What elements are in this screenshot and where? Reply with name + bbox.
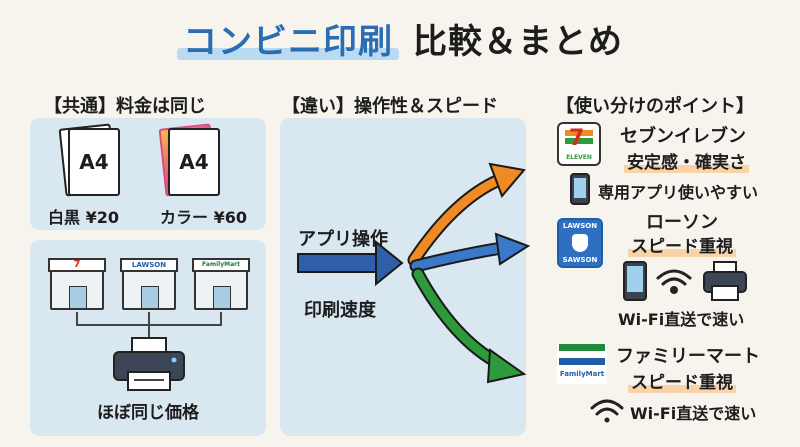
lawson-name: ローソン: [646, 212, 718, 233]
lawson-note: Wi-Fi直送で速い: [618, 310, 745, 329]
seven-note: 専用アプリ使いやすい: [598, 183, 759, 202]
familymart-store-icon: FamilyMart: [192, 258, 250, 310]
wifi-icon: [590, 399, 624, 423]
document-bw-icon: [68, 128, 120, 196]
difference-panel: [280, 118, 526, 436]
price-bw: 白黒 ¥20: [48, 208, 119, 227]
comparison-arrows: [297, 162, 531, 384]
seven-name: セブンイレブン: [620, 126, 746, 147]
stores-panel: 7 LAWSON FamilyMart ほぼ同じ価格: [30, 240, 266, 436]
lawson-logo: LAWSON SAWSON: [557, 218, 603, 268]
seven-store-icon: 7: [48, 258, 106, 310]
lawson-store-icon: LAWSON: [120, 258, 178, 310]
lawson-sub: スピード重視: [628, 232, 736, 257]
familymart-note: Wi-Fi直送で速い: [630, 404, 757, 423]
familymart-name: ファミリーマート: [616, 346, 760, 367]
left-heading: 【共通】料金は同じ: [44, 96, 206, 117]
seven-sub: 安定感・確実さ: [624, 148, 749, 173]
green-arrow-icon: [411, 267, 527, 384]
document-color-icon: [168, 128, 220, 196]
doc-bw-label: A4: [79, 150, 109, 174]
price-color: カラー ¥60: [160, 208, 247, 227]
same-price-caption: ほぼ同じ価格: [97, 403, 199, 423]
orange-arrow-icon: [407, 162, 526, 267]
print-speed-label: 印刷速度: [304, 300, 376, 321]
title-highlight: コンビニ印刷: [177, 22, 399, 62]
price-panel: A4 白黒 ¥20 A4 カラー ¥60: [30, 118, 266, 230]
familymart-logo: FamilyMart: [557, 344, 607, 384]
lawson-devices: [623, 261, 747, 301]
familymart-sub: スピード重視: [628, 368, 736, 393]
app-operation-label: アプリ操作: [298, 229, 388, 250]
printer-icon: [113, 337, 185, 391]
smartphone-icon: [570, 173, 590, 205]
page-title: コンビニ印刷比較＆まとめ: [0, 14, 800, 63]
wifi-icon: [656, 269, 692, 294]
doc-color-label: A4: [179, 150, 209, 174]
printer-icon: [703, 261, 747, 301]
right-heading: 【使い分けのポイント】: [556, 96, 754, 117]
blue-arrow-icon: [409, 232, 531, 273]
straight-arrow-icon: [297, 239, 404, 287]
seven-eleven-logo: 7 ELEVEN: [557, 122, 601, 166]
middle-heading: 【違い】操作性＆スピード: [282, 96, 498, 117]
title-rest: 比較＆まとめ: [413, 22, 623, 62]
smartphone-icon: [623, 261, 647, 301]
